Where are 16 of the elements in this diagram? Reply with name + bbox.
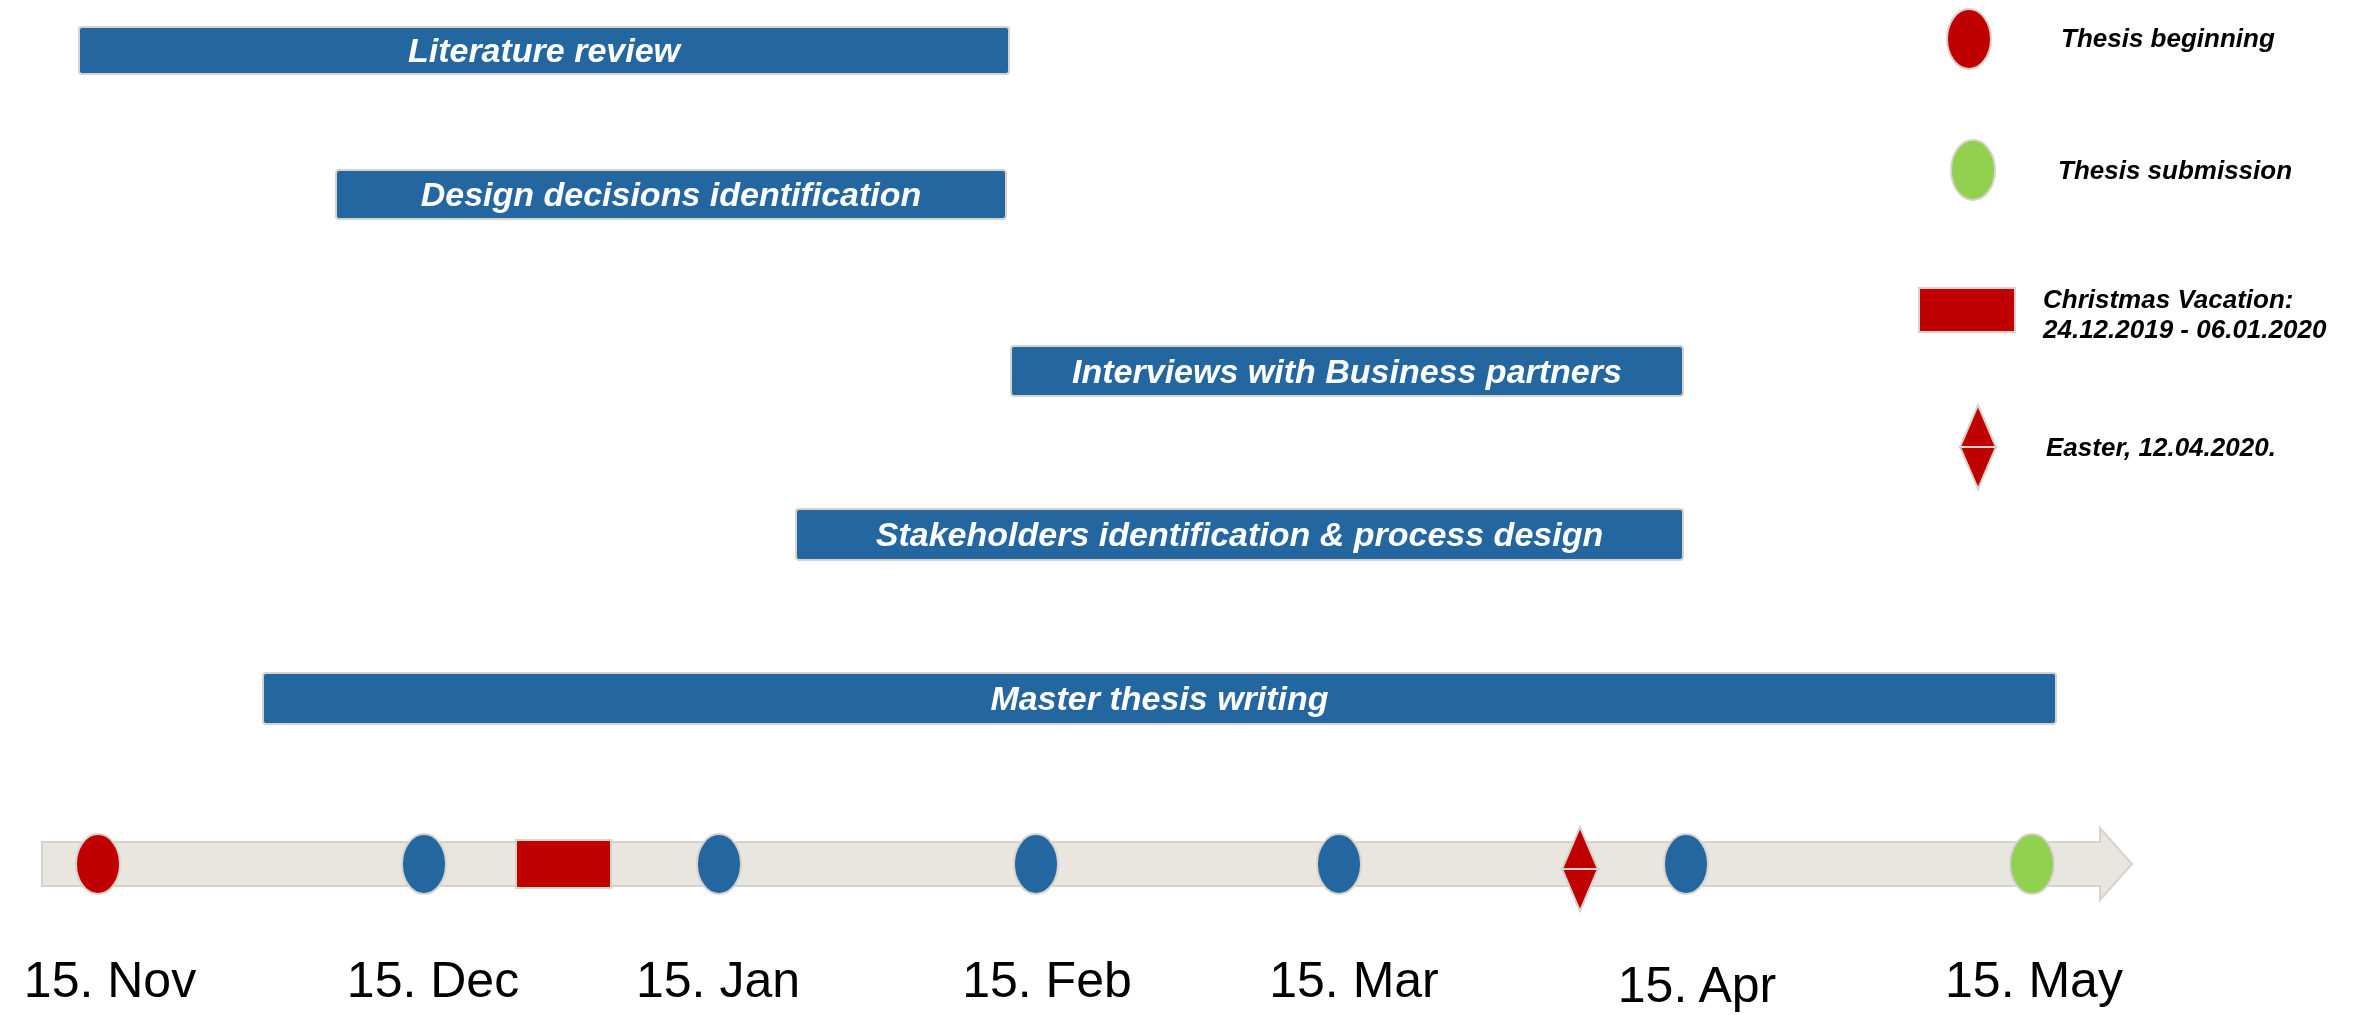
date-label: 15. May xyxy=(1944,952,2124,1008)
date-label: 15. Dec xyxy=(345,952,521,1008)
task-bar: Master thesis writing xyxy=(262,672,2057,725)
legend-label: Thesis submission xyxy=(2058,155,2293,185)
legend-label: Christmas Vacation: 24.12.2019 - 06.01.2020 xyxy=(2043,284,2328,344)
date-label: 15. Apr xyxy=(1616,957,1778,1013)
legend-label: Thesis beginning xyxy=(2061,23,2275,53)
date-label: 15. Mar xyxy=(1268,952,1440,1008)
date-label: 15. Nov xyxy=(22,952,198,1008)
task-bar: Literature review xyxy=(78,26,1010,75)
task-bar: Interviews with Business partners xyxy=(1010,345,1684,397)
task-bar: Design decisions identification xyxy=(335,169,1007,220)
date-label: 15. Feb xyxy=(961,952,1133,1008)
task-bar: Stakeholders identification & process design xyxy=(795,508,1684,561)
legend-label: Easter, 12.04.2020. xyxy=(2046,432,2276,462)
date-label: 15. Jan xyxy=(635,952,801,1008)
